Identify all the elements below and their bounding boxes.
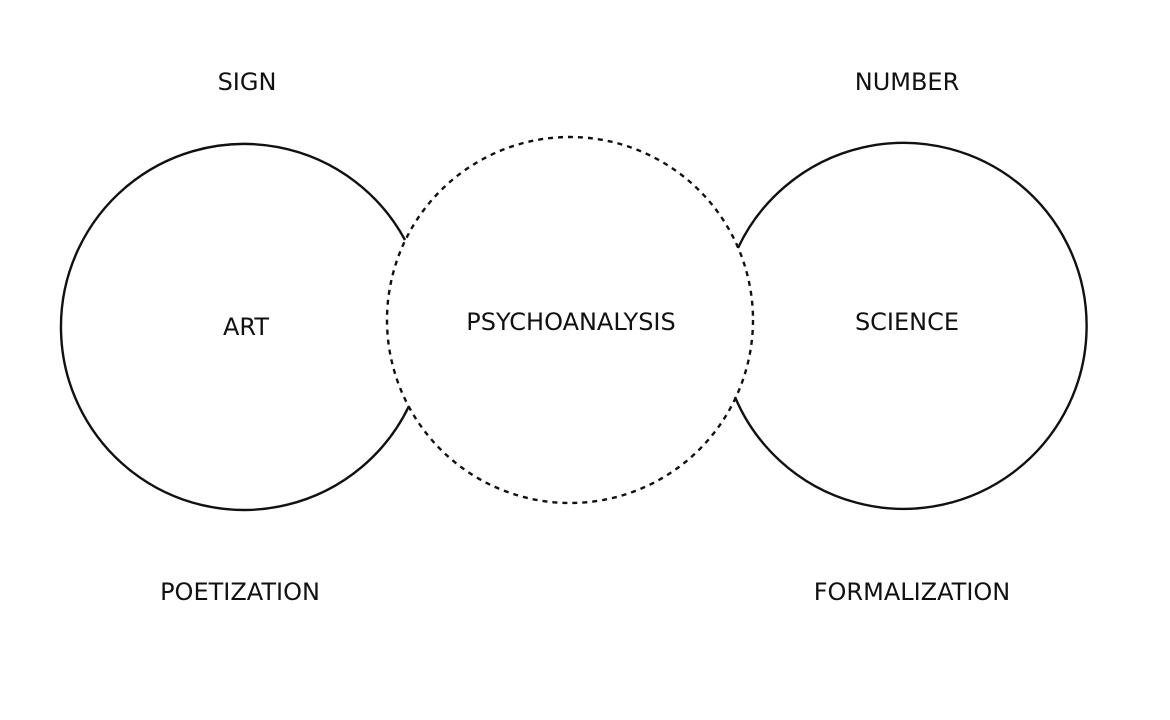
art-circle xyxy=(59,142,411,512)
label-sign: SIGN xyxy=(218,68,277,96)
label-formalization: FORMALIZATION xyxy=(814,578,1011,606)
psychoanalysis-circle xyxy=(385,135,755,505)
label-science: SCIENCE xyxy=(855,308,959,336)
science-circle xyxy=(733,141,1088,511)
label-number: NUMBER xyxy=(855,68,960,96)
label-psychoanalysis: PSYCHOANALYSIS xyxy=(466,308,676,336)
label-art: ART xyxy=(223,313,269,341)
label-poetization: POETIZATION xyxy=(160,578,320,606)
